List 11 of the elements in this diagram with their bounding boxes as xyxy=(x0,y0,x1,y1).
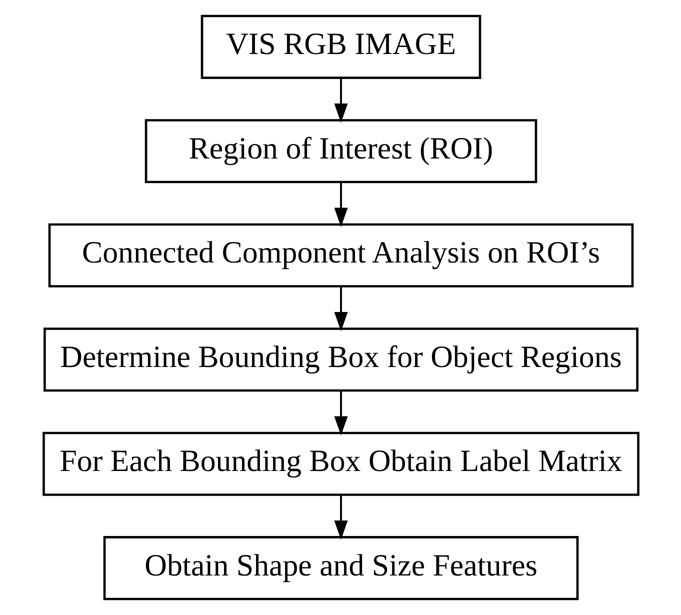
arrow xyxy=(334,78,348,123)
arrow xyxy=(334,494,348,540)
node-box: For Each Bounding Box Obtain Label Matrix xyxy=(42,432,639,496)
arrow xyxy=(334,182,348,228)
node-box: Region of Interest (ROI) xyxy=(144,119,537,184)
arrow xyxy=(334,286,348,332)
arrow xyxy=(334,390,348,436)
node-box: VIS RGB IMAGE xyxy=(200,14,481,79)
node-box: Obtain Shape and Size Features xyxy=(102,536,578,600)
node-box: Connected Component Analysis on ROI’s xyxy=(48,223,634,288)
node-box: Determine Bounding Box for Object Regions xyxy=(43,328,638,392)
